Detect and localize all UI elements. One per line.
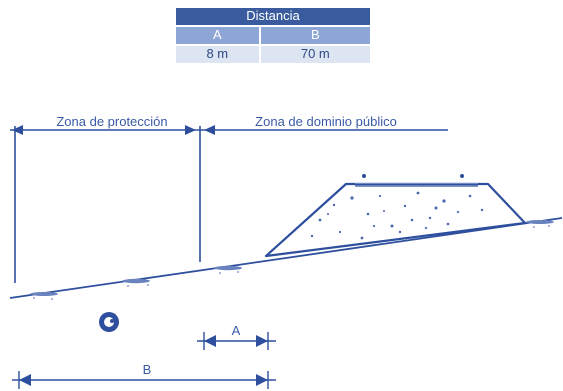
pipe-section <box>99 312 119 332</box>
table-header-b: B <box>258 25 370 45</box>
distance-table: Distancia A B 8 m 70 m <box>176 8 370 63</box>
zone-dimension-line <box>10 125 448 135</box>
public-domain-zone-label: Zona de dominio público <box>255 114 397 129</box>
dimension-b <box>12 371 276 389</box>
table-header-a: A <box>176 25 260 45</box>
table-value-a: 8 m <box>176 44 260 63</box>
table-value-b: 70 m <box>258 44 370 63</box>
table-title: Distancia <box>176 8 370 26</box>
dimension-b-label: B <box>143 362 152 377</box>
dimension-a-label: A <box>232 323 241 338</box>
protection-zone-label: Zona de protección <box>56 114 167 129</box>
ground-line <box>9 217 563 299</box>
soil-texture <box>30 220 554 300</box>
embankment <box>264 174 527 258</box>
dimension-a <box>197 332 276 350</box>
